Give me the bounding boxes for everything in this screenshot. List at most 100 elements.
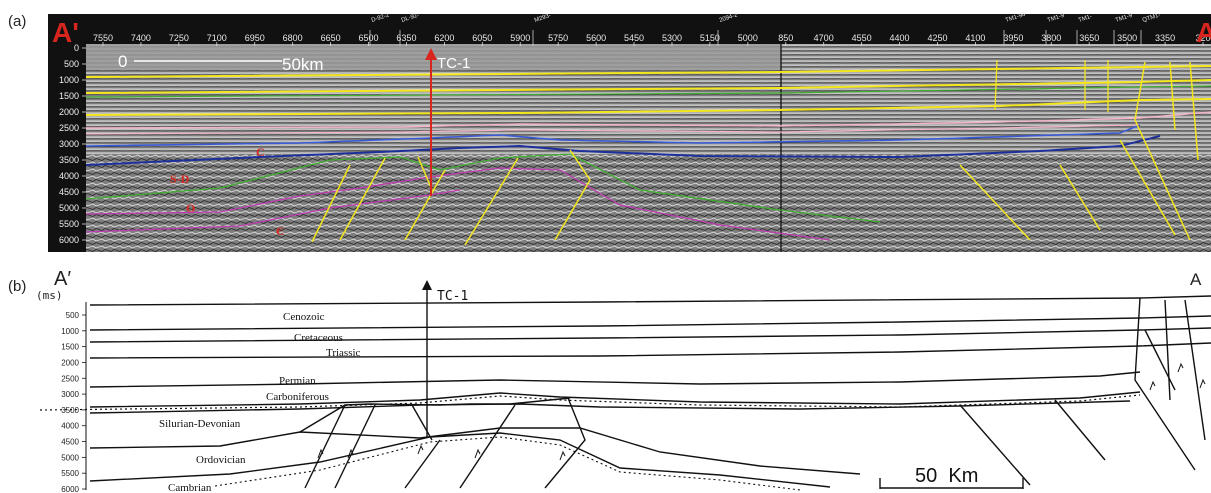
top-tick-label: 7250 <box>169 33 189 43</box>
fault-2 <box>339 157 386 241</box>
scale-bar-b: 50 Km <box>879 465 1024 489</box>
b-fault-4 <box>404 439 441 489</box>
fault-7 <box>959 164 1031 241</box>
base-carboniferous <box>89 400 1131 414</box>
depth-tick-label-a: 1000 <box>59 75 79 85</box>
formation-cambrian: Cambrian <box>168 482 212 493</box>
line-name-label: 2094-2 <box>719 12 739 24</box>
top-tick-label: 4250 <box>927 33 947 43</box>
well-label-a: TC-1 <box>437 55 470 72</box>
top-tick-label: 5150 <box>700 33 720 43</box>
top-tick-label: 6200 <box>434 33 454 43</box>
top-tick-label: 7100 <box>207 33 227 43</box>
top-line <box>89 295 1211 306</box>
depth-tick-label-b: 1000 <box>61 327 79 336</box>
line-name-label: DL-92- <box>401 13 420 24</box>
end-label-left: A' <box>52 17 79 48</box>
top-tick-label: 6800 <box>283 33 303 43</box>
depth-tick-label-b: 1500 <box>61 343 79 352</box>
horizon-yellow-1 <box>85 65 1211 78</box>
fault-3 <box>417 156 433 191</box>
b-fault-6 <box>544 397 586 489</box>
depth-tick-label-b: 3000 <box>61 390 79 399</box>
fault-4 <box>404 169 446 241</box>
depth-tick-label-b: 4000 <box>61 422 79 431</box>
b-fault-2 <box>334 404 376 489</box>
panel-b-label: (b) <box>8 278 26 295</box>
well-label-b: TC-1 <box>437 289 468 304</box>
formation-cretaceous: Cretaceous <box>294 332 343 344</box>
formation-silurian-devonian: Silurian-Devonian <box>159 418 241 430</box>
b-fault-7 <box>959 404 1031 486</box>
fault-9 <box>1119 139 1176 236</box>
formation-permian: Permian <box>279 375 316 387</box>
top-tick-label: 4550 <box>852 33 872 43</box>
depth-tick-label-a: 5000 <box>59 203 79 213</box>
b-fault-11 <box>1184 299 1206 441</box>
depth-tick-label-a: 3000 <box>59 139 79 149</box>
depth-unit: (ms) <box>36 289 63 302</box>
scale-zero: 0 <box>118 52 127 71</box>
horizon-label-sd: S-D <box>170 172 190 186</box>
formation-triassic: Triassic <box>326 347 361 359</box>
dotted-ordovician <box>214 436 801 491</box>
depth-tick-label-a: 500 <box>64 59 79 69</box>
depth-tick-label-b: 500 <box>66 311 80 320</box>
top-tick-label: 4700 <box>814 33 834 43</box>
depth-tick-label-b: 6000 <box>61 485 79 493</box>
dotted-unconformity <box>39 394 1141 411</box>
top-carboniferous <box>89 391 1141 408</box>
top-tick-label: 7400 <box>131 33 151 43</box>
horizon-blue-c <box>85 135 1161 166</box>
depth-tick-label-a: 6000 <box>59 235 79 245</box>
horizon-green-1 <box>85 85 1211 98</box>
top-tick-label: 4400 <box>890 33 910 43</box>
depth-tick-label-a: 4000 <box>59 171 79 181</box>
b-fault-10 <box>1164 299 1171 401</box>
fault-13 <box>994 59 998 111</box>
horizon-magenta-e <box>85 189 461 233</box>
depth-tick-label-a: 2500 <box>59 123 79 133</box>
panel-a-label: (a) <box>8 13 26 30</box>
end-label-right-b: A <box>1190 270 1202 289</box>
formation-ordovician: Ordovician <box>196 454 246 466</box>
depth-tick-label-b: 3500 <box>61 406 79 415</box>
fault-8 <box>1059 164 1101 231</box>
depth-axis-a: 0500100015002000250030003500400045005000… <box>59 43 86 245</box>
line-name-label: TM1-9 <box>1115 13 1134 24</box>
top-tick-label: 5300 <box>662 33 682 43</box>
scale-label-a: 50km <box>282 55 324 74</box>
depth-tick-label-b: 2000 <box>61 358 79 367</box>
top-tick-label: 4100 <box>965 33 985 43</box>
formation-labels: Cenozoic Cretaceous Triassic Permian Car… <box>159 311 361 493</box>
depth-tick-label-b: 5000 <box>61 453 79 462</box>
line-name-label: TM1- <box>1078 14 1093 24</box>
base-cretaceous <box>89 327 1211 343</box>
fault-1 <box>311 164 351 243</box>
line-name-label: TM1-9 <box>1047 13 1066 24</box>
horizon-magenta-o <box>85 167 831 241</box>
horizon-labels-a: C S-D O Є <box>170 145 284 238</box>
b-fault-12 <box>1144 329 1176 391</box>
b-fault-1 <box>304 404 346 489</box>
base-ordovician <box>89 432 831 488</box>
top-tick-label: 3950 <box>1003 33 1023 43</box>
well-tc1-a: TC-1 <box>425 48 470 196</box>
b-fault-5 <box>459 404 516 489</box>
formation-cenozoic: Cenozoic <box>283 311 325 323</box>
top-tick-label: 3350 <box>1155 33 1175 43</box>
seismic-horizons <box>85 59 1211 246</box>
seismic-section <box>48 14 1211 252</box>
scale-bar-a: 0 50km <box>118 52 324 74</box>
line-name-label: D-92-2 <box>371 12 391 24</box>
top-tick-label: 320 <box>1195 33 1210 43</box>
fault-12 <box>1189 61 1199 161</box>
well-tc1-b: TC-1 <box>422 280 468 438</box>
horizon-yellow-3 <box>85 98 1211 116</box>
horizon-pink-1 <box>85 111 1211 129</box>
top-tick-label: 3650 <box>1079 33 1099 43</box>
top-tick-label: 5600 <box>586 33 606 43</box>
line-name-label: QTM1- <box>1142 12 1162 23</box>
